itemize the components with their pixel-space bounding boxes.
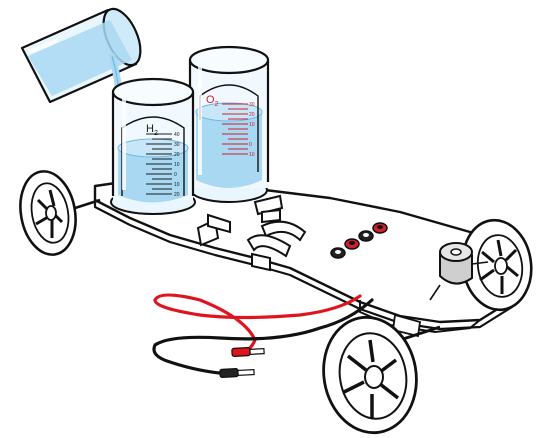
o2-scale-mark-4: 10 xyxy=(249,152,255,158)
h2-scale-mark-3: 10 xyxy=(174,162,180,168)
black-plug xyxy=(219,368,255,378)
o2-scale-mark-3: 0 xyxy=(249,142,252,148)
h2-label: H2 xyxy=(146,123,158,137)
o2-scale-mark-0: 30 xyxy=(249,102,255,108)
pouring-beaker xyxy=(20,7,142,116)
o2-scale-mark-1: 20 xyxy=(249,112,255,118)
cylinder-brackets xyxy=(196,194,307,272)
connection-wires xyxy=(152,293,374,378)
terminal-red-1 xyxy=(372,222,388,234)
o2-scale-mark-2: 10 xyxy=(249,122,255,128)
h2-scale-mark-2: 20 xyxy=(174,152,180,158)
h2-scale-mark-4: 0 xyxy=(174,172,177,178)
rear-left-wheel xyxy=(322,315,441,435)
h2-scale-mark-5: 10 xyxy=(174,182,180,188)
h2-scale-mark-1: 30 xyxy=(174,142,180,148)
oxygen-cylinder: 30 20 10 0 10 O2 xyxy=(188,45,270,203)
electrical-terminals xyxy=(330,222,388,259)
hydrogen-cylinder: 40 30 20 10 0 10 20 H2 xyxy=(110,77,196,215)
rear-right-wheel xyxy=(461,218,533,312)
terminal-red-2 xyxy=(344,238,360,250)
h2-scale-mark-0: 40 xyxy=(174,132,180,138)
electric-motor xyxy=(429,242,489,301)
car-chassis xyxy=(93,171,522,338)
front-left-wheel xyxy=(19,170,101,256)
terminal-black-2 xyxy=(330,247,346,259)
o2-label: O2 xyxy=(206,94,219,108)
terminal-black-1 xyxy=(358,230,374,242)
h2-scale-mark-6: 20 xyxy=(174,192,180,198)
red-plug xyxy=(231,347,265,357)
